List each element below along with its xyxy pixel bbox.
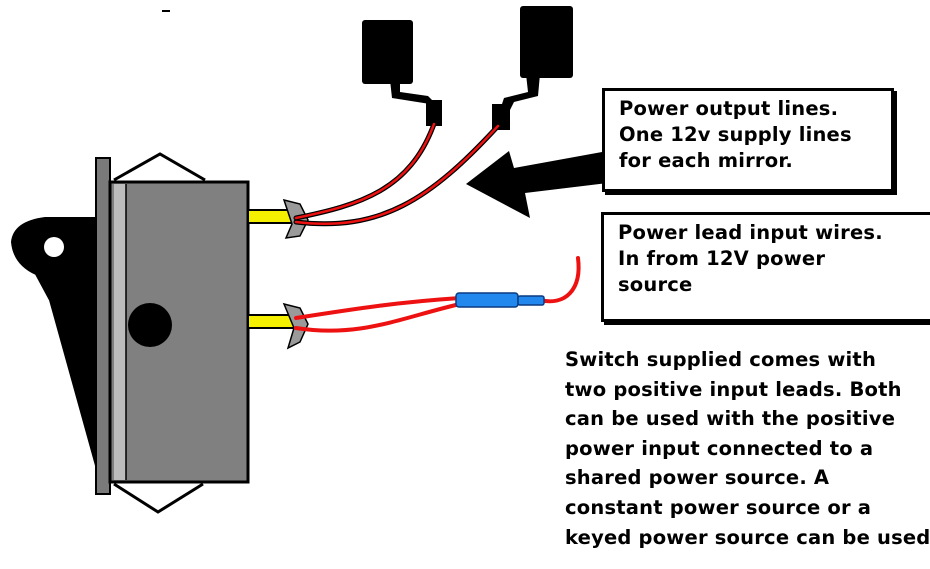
rocker-switch-icon xyxy=(10,152,309,514)
note-line-5: shared power source. A xyxy=(565,466,830,490)
callout-output-line-3: for each mirror. xyxy=(619,149,793,172)
switch-bezel xyxy=(95,157,111,495)
butt-connector-icon xyxy=(455,292,545,308)
callout-output-line-2: One 12v supply lines xyxy=(619,123,852,146)
note-line-3: can be used with the positive xyxy=(565,407,896,431)
switch-screw xyxy=(128,303,172,347)
callout-input-line-3: source xyxy=(618,273,693,296)
switch-note: Switch supplied comes with two positive … xyxy=(565,345,930,552)
note-line-1: Switch supplied comes with xyxy=(565,348,877,371)
bottom-clip xyxy=(113,482,204,514)
callout-output-line-1: Power output lines. xyxy=(619,97,839,120)
mirror-plug-icon xyxy=(362,20,442,126)
note-line-7: keyed power source can be used. xyxy=(565,525,930,549)
input-wires xyxy=(294,256,581,333)
stray-mark xyxy=(162,10,170,12)
note-line-6: constant power source or a xyxy=(565,495,872,519)
callout-input-wires: Power lead input wires. In from 12V powe… xyxy=(601,212,930,322)
note-line-4: power input connected to a xyxy=(565,436,874,460)
callout-input-line-1: Power lead input wires. xyxy=(618,221,883,244)
rocker-lever xyxy=(10,217,101,481)
switch-face-strip xyxy=(114,184,126,480)
mirror-plug-icon xyxy=(492,6,573,130)
callout-output-lines: Power output lines. One 12v supply lines… xyxy=(602,88,894,192)
pointer-arrow-icon xyxy=(466,151,616,218)
rocker-hole xyxy=(44,237,64,257)
note-line-2: two positive input leads. Both xyxy=(565,377,902,401)
top-clip xyxy=(113,152,206,182)
output-wires xyxy=(293,121,501,227)
callout-input-line-2: In from 12V power xyxy=(618,247,826,270)
